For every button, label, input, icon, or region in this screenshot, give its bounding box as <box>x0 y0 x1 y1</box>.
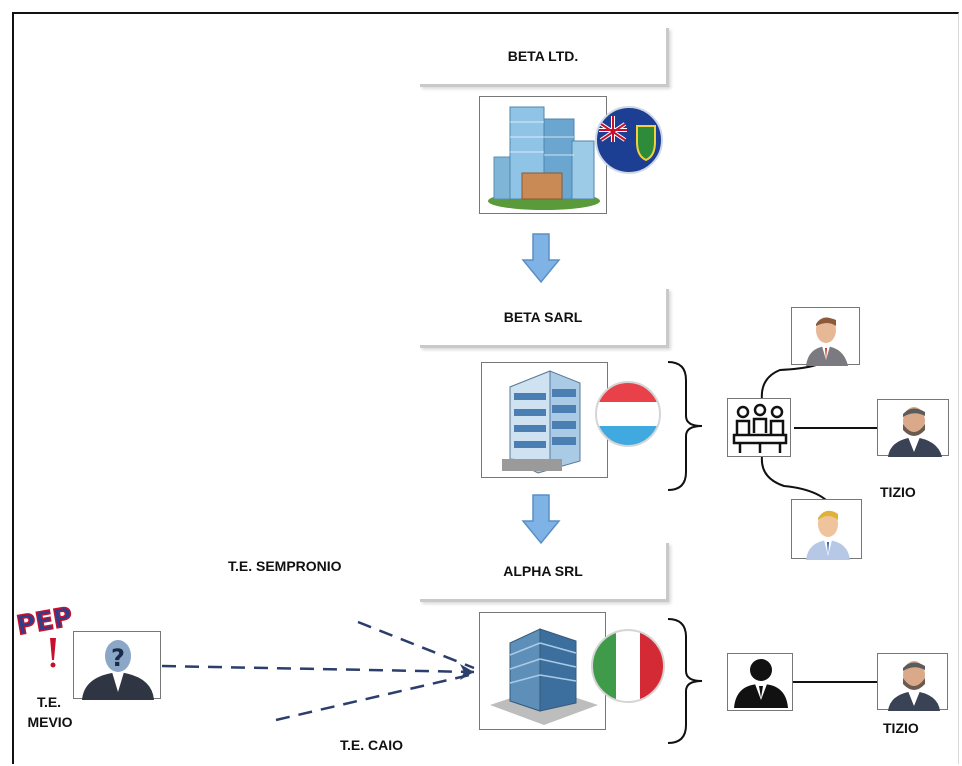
beta-sarl-bracket <box>667 361 703 491</box>
tizio-label-bottom: TIZIO <box>883 720 919 736</box>
entity-label-beta-sarl: BETA SARL <box>420 289 669 348</box>
luxembourg-flag-icon <box>595 381 661 447</box>
svg-text:PEP: PEP <box>15 602 75 641</box>
director-connection <box>792 681 878 683</box>
ownership-arrow-icon <box>521 233 561 284</box>
mevio-avatar: ? <box>73 631 161 700</box>
italy-flag-icon <box>591 629 665 703</box>
pep-warning-badge: PEP <box>14 602 76 668</box>
tizio-avatar-top <box>877 399 949 457</box>
sempronio-label: T.E. SEMPRONIO <box>228 558 342 574</box>
entity-label-beta-ltd: BETA LTD. <box>420 28 669 87</box>
third-party-links <box>161 620 475 722</box>
bvi-flag-icon <box>595 106 663 174</box>
board-member-avatar <box>791 307 860 366</box>
tizio-label-top: TIZIO <box>880 484 916 500</box>
tizio-avatar-bottom <box>877 653 948 711</box>
mevio-label-line1: T.E. <box>36 694 62 710</box>
board-of-directors-icon <box>727 398 791 457</box>
caio-label: T.E. CAIO <box>340 737 404 753</box>
alpha-srl-bracket <box>667 618 703 744</box>
beta-sarl-building-image <box>481 362 608 478</box>
beta-ltd-building-image <box>479 96 607 214</box>
alpha-srl-building-image <box>479 612 606 730</box>
director-icon <box>727 653 793 711</box>
svg-text:?: ? <box>111 644 125 672</box>
mevio-label-line2: MEVIO <box>27 714 73 730</box>
entity-label-alpha-srl: ALPHA SRL <box>420 543 669 602</box>
board-member-avatar <box>791 499 862 560</box>
diagram-frame <box>12 12 959 764</box>
ownership-arrow-icon <box>521 494 561 545</box>
